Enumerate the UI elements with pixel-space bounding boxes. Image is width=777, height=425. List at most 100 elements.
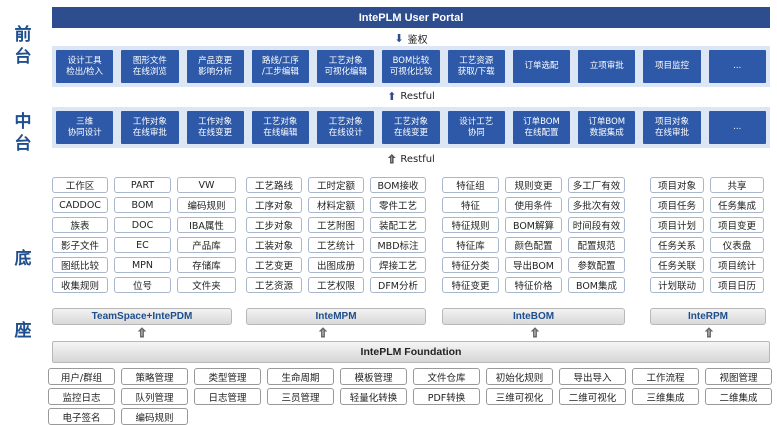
foundation-service-cell: PDF转换 <box>413 388 480 405</box>
rpm-feature-cell: 项目计划 <box>650 217 704 233</box>
foundation-service-cell: 策略管理 <box>121 368 188 385</box>
bom-module-bar: InteBOM <box>442 308 625 325</box>
front-stage-item: 图形文件 在线浏览 <box>121 50 179 83</box>
mpm-feature-cell: 装配工艺 <box>370 217 426 233</box>
foundation-service-cell: 生命周期 <box>267 368 334 385</box>
front-stage-item: 设计工具 检出/检入 <box>56 50 114 83</box>
restful-connector-bottom: ⇧ Restful <box>52 151 770 167</box>
bom-feature-cell: 导出BOM <box>505 257 562 273</box>
front-stage-item: ... <box>708 50 766 83</box>
mpm-feature-cell: 工步对象 <box>246 217 302 233</box>
middle-stage-item: 工作对象 在线审批 <box>121 111 179 144</box>
foundation-service-cell: 轻量化转换 <box>340 388 407 405</box>
front-stage-item: 产品变更 影响分析 <box>186 50 244 83</box>
pdm-feature-cell: 收集规则 <box>52 277 108 293</box>
pdm-feature-cell: 存储库 <box>177 257 236 273</box>
bom-feature-cell: 特征分类 <box>442 257 499 273</box>
mpm-feature-cell: 工装对象 <box>246 237 302 253</box>
pdm-feature-cell: VW <box>177 177 236 193</box>
hollow-arrow-up-icon: ⇧ <box>318 326 329 341</box>
arrow-down-icon: ⬇ <box>394 31 404 45</box>
restful-label: Restful <box>400 153 435 165</box>
base-label-1: 底 <box>14 249 32 269</box>
pdm-module-bar: TeamSpace+IntePDM <box>52 308 232 325</box>
rpm-feature-cell: 项目日历 <box>710 277 764 293</box>
foundation-service-cell: 日志管理 <box>194 388 261 405</box>
foundation-service-cell: 导出导入 <box>559 368 626 385</box>
foundation-service-cell: 编码规则 <box>121 408 188 425</box>
pdm-feature-cell: 族表 <box>52 217 108 233</box>
hollow-arrow-up-icon: ⇧ <box>530 326 541 341</box>
pdm-feature-cell: 编码规则 <box>177 197 236 213</box>
front-stage-item: 订单选配 <box>512 50 571 83</box>
pdm-feature-cell: 产品库 <box>177 237 236 253</box>
rpm-feature-cell: 项目任务 <box>650 197 704 213</box>
user-portal-bar: IntePLM User Portal <box>52 7 770 28</box>
front-stage-label: 前 台 <box>14 25 32 67</box>
foundation-service-cell: 文件仓库 <box>413 368 480 385</box>
hollow-arrow-up-icon: ⇧ <box>704 326 715 341</box>
bom-feature-cell: 配置规范 <box>568 237 625 253</box>
mpm-feature-cell: 零件工艺 <box>370 197 426 213</box>
arrow-up-icon: ⬆ <box>387 89 397 103</box>
pdm-feature-cell: MPN <box>114 257 171 273</box>
pdm-feature-cell: DOC <box>114 217 171 233</box>
front-stage-item: 工艺对象 可视化编辑 <box>317 50 375 83</box>
bom-feature-cell: 使用条件 <box>505 197 562 213</box>
middle-stage-item: 三维 协同设计 <box>56 111 114 144</box>
auth-connector: ⬇ 鉴权 <box>52 30 770 46</box>
rpm-module-bar: InteRPM <box>650 308 766 325</box>
middle-stage-item: 工艺对象 在线设计 <box>317 111 375 144</box>
restful-connector-top: ⬆ Restful <box>52 88 770 104</box>
middle-stage-row: 三维 协同设计工作对象 在线审批工作对象 在线变更工艺对象 在线编辑工艺对象 在… <box>52 107 770 148</box>
pdm-feature-cell: IBA属性 <box>177 217 236 233</box>
middle-stage-item: 工作对象 在线变更 <box>186 111 244 144</box>
foundation-service-cell: 三维可视化 <box>486 388 553 405</box>
middle-stage-item: 工艺对象 在线编辑 <box>251 111 310 144</box>
pdm-feature-cell: EC <box>114 237 171 253</box>
foundation-service-cell: 二维集成 <box>705 388 772 405</box>
hollow-arrow-up-icon: ⇧ <box>387 152 397 166</box>
pdm-feature-cell: 影子文件 <box>52 237 108 253</box>
front-stage-item: 路线/工序 /工步编辑 <box>251 50 310 83</box>
mpm-feature-cell: 出图成册 <box>308 257 364 273</box>
front-stage-item: 工艺资源 获取/下载 <box>447 50 505 83</box>
bom-feature-cell: 特征规则 <box>442 217 499 233</box>
foundation-service-cell: 队列管理 <box>121 388 188 405</box>
foundation-service-cell: 电子签名 <box>48 408 115 425</box>
middle-stage-item: 项目对象 在线审批 <box>643 111 701 144</box>
foundation-service-cell: 二维可视化 <box>559 388 626 405</box>
pdm-feature-cell: 位号 <box>114 277 171 293</box>
rpm-feature-cell: 共享 <box>710 177 764 193</box>
mpm-feature-cell: 材料定额 <box>308 197 364 213</box>
bom-feature-cell: BOM解算 <box>505 217 562 233</box>
foundation-service-cell: 三维集成 <box>632 388 699 405</box>
bom-feature-cell: 特征库 <box>442 237 499 253</box>
mpm-feature-cell: 工艺资源 <box>246 277 302 293</box>
bom-feature-cell: BOM集成 <box>568 277 625 293</box>
middle-stage-item: ... <box>708 111 766 144</box>
mpm-feature-cell: 工艺路线 <box>246 177 302 193</box>
foundation-service-cell: 三员管理 <box>267 388 334 405</box>
rpm-feature-cell: 项目统计 <box>710 257 764 273</box>
pdm-feature-cell: 文件夹 <box>177 277 236 293</box>
bom-feature-cell: 多批次有效 <box>568 197 625 213</box>
rpm-feature-cell: 仪表盘 <box>710 237 764 253</box>
middle-stage-label: 中 台 <box>14 112 32 154</box>
bom-feature-cell: 特征 <box>442 197 499 213</box>
mpm-feature-cell: 工艺附图 <box>308 217 364 233</box>
bom-feature-cell: 多工厂有效 <box>568 177 625 193</box>
foundation-service-cell: 类型管理 <box>194 368 261 385</box>
front-stage-row: 设计工具 检出/检入图形文件 在线浏览产品变更 影响分析路线/工序 /工步编辑工… <box>52 46 770 87</box>
mpm-feature-cell: 工时定额 <box>308 177 364 193</box>
mpm-feature-cell: MBD标注 <box>370 237 426 253</box>
bom-feature-cell: 颜色配置 <box>505 237 562 253</box>
front-stage-item: 项目监控 <box>643 50 701 83</box>
base-label-2: 座 <box>14 321 32 341</box>
rpm-feature-cell: 项目对象 <box>650 177 704 193</box>
mpm-feature-cell: 工艺变更 <box>246 257 302 273</box>
pdm-feature-cell: 图纸比较 <box>52 257 108 273</box>
